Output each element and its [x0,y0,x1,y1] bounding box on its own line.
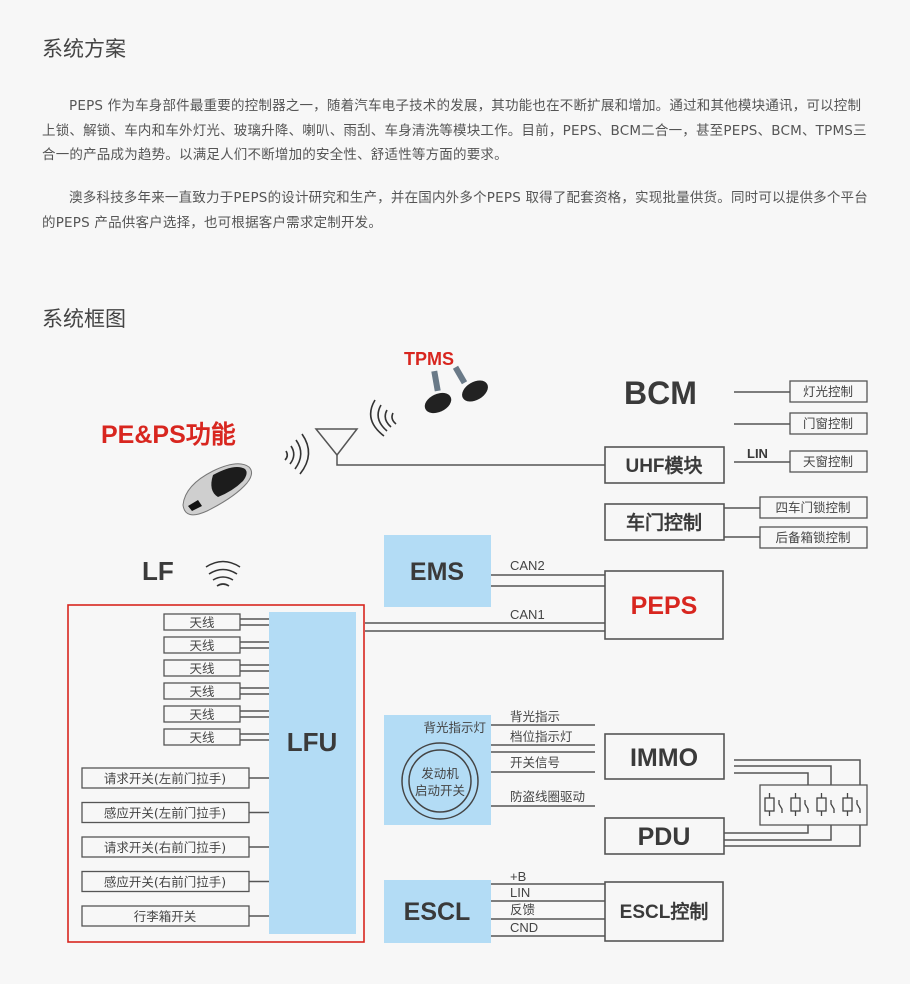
intro-paragraph-2: 澳多科技多年来一直致力于PEPS的设计研究和生产，并在国内外多个PEPS 取得了… [42,190,868,231]
antenna-input-box: 天线 [163,659,269,677]
antenna-input-box: 天线 [163,705,269,723]
intro-paragraph-1: PEPS 作为车身部件最重要的控制器之一，随着汽车电子技术的发展，其功能也在不断… [42,98,867,163]
door-control-box: 车门控制 [604,503,725,541]
relay-switch-icon [830,800,835,813]
svg-text:灯光控制: 灯光控制 [803,384,853,399]
antenna-input-box: 天线 [163,613,269,631]
ems-box: EMS [384,535,491,607]
can2-label: CAN2 [510,558,545,573]
relay-bank-icon [759,784,868,826]
start-button-outer-ring [401,742,479,820]
svg-text:LFU: LFU [287,727,338,757]
svg-text:车门控制: 车门控制 [626,511,702,534]
svg-text:门窗控制: 门窗控制 [803,416,853,431]
svg-text:PEPS: PEPS [631,592,698,620]
backlight-indicator-label: 背光指示灯 [423,720,486,735]
pe-ps-label: PE&PS功能 [101,420,236,449]
relay-wiring [724,759,861,847]
antenna-input-box: 天线 [163,728,269,746]
escl-control-box: ESCL控制 [604,881,724,942]
peps-box: PEPS [604,570,724,640]
bcm-output-window-control: 门窗控制 [789,412,868,435]
svg-text:PDU: PDU [638,823,691,851]
switch-input-box: 请求开关(左前门拉手) [81,767,269,789]
switch-input-box: 请求开关(右前门拉手) [81,836,269,858]
escl-signal-lin: LIN [510,885,530,900]
escl-signal-b: +B [510,869,526,884]
relay-switch-icon [778,800,783,813]
bcm-output-sunroof-control: 天窗控制 [789,450,868,473]
door-output-four-door-lock: 四车门锁控制 [759,496,868,519]
tpms-wave-icon [369,399,397,437]
svg-text:天线: 天线 [189,730,215,745]
start-button-inner-ring [408,749,472,813]
tpms-label: TPMS [404,349,454,369]
start-button-line2: 启动开关 [415,783,465,798]
switch-input-box: 感应开关(右前门拉手) [81,870,269,893]
key-fob-icon [182,463,253,516]
lf-subsystem-frame [67,604,365,943]
antenna-input-box: 天线 [163,636,269,654]
antenna-icon [314,428,606,466]
pdu-box: PDU [604,817,725,855]
svg-text:感应开关(右前门拉手): 感应开关(右前门拉手) [104,875,226,890]
lf-label: LF [142,556,174,586]
tpms-sensor-icon [424,365,488,414]
ignition-block: 背光指示灯 发动机 启动开关 [384,715,491,825]
svg-text:EMS: EMS [410,558,464,586]
svg-text:天线: 天线 [189,684,215,699]
svg-text:UHF模块: UHF模块 [625,454,703,477]
signal-backlight: 背光指示 [510,709,560,724]
svg-text:ESCL控制: ESCL控制 [620,900,709,923]
svg-text:请求开关(右前门拉手): 请求开关(右前门拉手) [104,840,226,855]
svg-text:天线: 天线 [189,615,215,630]
svg-text:感应开关(左前门拉手): 感应开关(左前门拉手) [104,806,226,821]
lf-wave-icon [205,560,241,587]
svg-text:天线: 天线 [189,661,215,676]
bcm-output-light-control: 灯光控制 [789,380,868,403]
svg-text:行李箱开关: 行李箱开关 [134,909,197,924]
relay-switch-icon [804,800,809,813]
signal-immobilizer-coil: 防盗线圈驱动 [510,789,585,804]
escl-signal-feedback: 反馈 [510,902,535,917]
uhf-module-box: UHF模块 [604,446,725,484]
section-title-block-diagram: 系统框图 [42,307,126,331]
svg-text:天窗控制: 天窗控制 [803,454,853,469]
door-output-trunk-lock: 后备箱锁控制 [759,526,868,549]
can1-label: CAN1 [510,607,545,622]
switch-input-box: 行李箱开关 [81,905,269,927]
svg-text:天线: 天线 [189,707,215,722]
start-button-line1: 发动机 [421,766,459,781]
escl-box: ESCL [384,880,491,943]
signal-gear-indicator: 档位指示灯 [510,729,573,744]
svg-text:请求开关(左前门拉手): 请求开关(左前门拉手) [104,771,226,786]
pe-ps-wave-icon [284,433,310,475]
bcm-label: BCM [624,375,697,411]
lfu-box: LFU [269,612,356,934]
section-title-system-solution: 系统方案 [42,37,126,61]
svg-text:四车门锁控制: 四车门锁控制 [775,500,850,515]
svg-text:ESCL: ESCL [404,898,471,926]
immo-box: IMMO [604,733,725,780]
lin-label: LIN [747,446,768,461]
antenna-input-box: 天线 [163,682,269,700]
signal-switch: 开关信号 [510,755,560,770]
switch-input-box: 感应开关(左前门拉手) [81,801,269,824]
svg-text:IMMO: IMMO [630,744,698,772]
svg-text:后备箱锁控制: 后备箱锁控制 [775,530,850,545]
escl-signal-cnd: CND [510,920,538,935]
svg-text:天线: 天线 [189,638,215,653]
relay-switch-icon [856,800,861,813]
